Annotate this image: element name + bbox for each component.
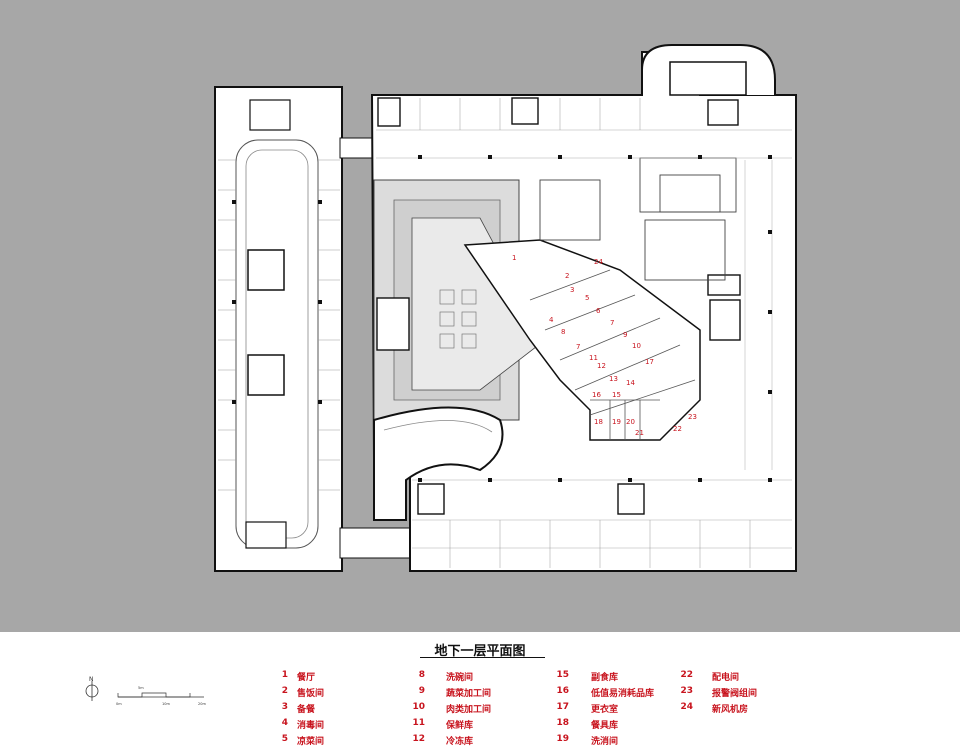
legend-number: 3 xyxy=(281,702,288,712)
main-basement-block xyxy=(232,44,797,572)
room-num: 6 xyxy=(596,307,601,315)
room-num: 15 xyxy=(612,391,621,399)
room-num: 2 xyxy=(565,272,569,280)
room-num: 14 xyxy=(626,379,635,387)
room-num: 12 xyxy=(597,362,606,370)
room-num: 10 xyxy=(632,342,641,350)
legend-number: 12 xyxy=(412,734,425,744)
title-underline xyxy=(420,657,545,658)
room-num: 13 xyxy=(609,375,618,383)
scale-label: 5m xyxy=(138,686,144,690)
room-num: 24 xyxy=(594,258,603,266)
scale-bar: 0m 5m 10m 20m xyxy=(116,686,206,706)
legend-label: 备餐 xyxy=(297,705,316,715)
legend-number: 17 xyxy=(556,702,569,712)
legend-number: 16 xyxy=(556,686,569,696)
legend-label: 蔬菜加工间 xyxy=(446,689,492,699)
legend-label: 报警阀组间 xyxy=(712,689,758,699)
legend-number: 24 xyxy=(680,702,693,712)
legend-label: 副食库 xyxy=(591,673,619,683)
room-num: 7 xyxy=(610,319,614,327)
legend-label: 新风机房 xyxy=(712,705,749,715)
north-arrow-icon: N xyxy=(85,676,99,701)
room-num: 23 xyxy=(688,413,697,421)
south-link-corridor xyxy=(339,527,413,559)
room-num: 19 xyxy=(612,418,621,426)
room-num: 20 xyxy=(626,418,635,426)
legend-number: 8 xyxy=(418,670,425,680)
legend-number: 23 xyxy=(680,686,693,696)
room-num: 7 xyxy=(576,343,580,351)
room-num: 16 xyxy=(592,391,601,399)
legend-label: 更衣室 xyxy=(591,705,619,715)
north-link-corridor xyxy=(339,137,375,159)
legend-number: 5 xyxy=(281,734,288,744)
legend-number: 10 xyxy=(412,702,425,712)
legend-number: 22 xyxy=(680,670,693,680)
room-num: 17 xyxy=(645,358,654,366)
legend-label: 肉类加工间 xyxy=(446,705,492,715)
legend-number: 4 xyxy=(281,718,288,728)
legend-label: 餐具库 xyxy=(591,721,619,731)
scale-label: 20m xyxy=(198,702,206,706)
room-num: 11 xyxy=(589,354,598,362)
room-number-labels: 1 24 2 3 5 6 4 8 7 9 7 10 11 12 17 13 14… xyxy=(512,254,697,437)
legend-number: 19 xyxy=(556,734,569,744)
room-num: 18 xyxy=(594,418,603,426)
plan-title: 地下一层平面图 xyxy=(434,644,526,659)
floor-plan-drawing: 1 24 2 3 5 6 4 8 7 9 7 10 11 12 17 13 14… xyxy=(214,44,797,572)
west-parking-wing xyxy=(214,86,343,572)
legend-label: 洗碗间 xyxy=(446,673,474,683)
legend-number: 11 xyxy=(412,718,425,728)
room-num: 5 xyxy=(585,294,589,302)
room-num: 21 xyxy=(635,429,644,437)
legend-number: 9 xyxy=(418,686,425,696)
room-num: 1 xyxy=(512,254,516,262)
legend-number: 18 xyxy=(556,718,569,728)
legend-label: 餐厅 xyxy=(297,673,316,683)
room-num: 4 xyxy=(549,316,554,324)
legend-number: 2 xyxy=(281,686,288,696)
room-num: 22 xyxy=(673,425,682,433)
legend-number: 1 xyxy=(281,670,288,680)
room-num: 3 xyxy=(570,286,574,294)
scale-label: 0m xyxy=(116,702,122,706)
north-label: N xyxy=(89,676,94,683)
legend-label: 保鲜库 xyxy=(446,721,474,731)
legend-label: 配电间 xyxy=(712,673,740,683)
legend-label: 消毒间 xyxy=(297,721,325,731)
room-num: 9 xyxy=(623,331,627,339)
north-arrow-and-scale: N 0m 5m 10m 20m xyxy=(85,676,206,706)
legend-label: 售饭间 xyxy=(297,689,325,699)
scale-label: 10m xyxy=(162,702,170,706)
legend-panel xyxy=(0,632,960,750)
room-num: 8 xyxy=(561,328,565,336)
legend-number: 15 xyxy=(556,670,569,680)
legend-label: 低值易消耗品库 xyxy=(591,689,655,699)
legend-label: 洗消间 xyxy=(591,737,619,747)
legend-label: 凉菜间 xyxy=(297,737,325,747)
legend-label: 冷冻库 xyxy=(446,737,474,747)
